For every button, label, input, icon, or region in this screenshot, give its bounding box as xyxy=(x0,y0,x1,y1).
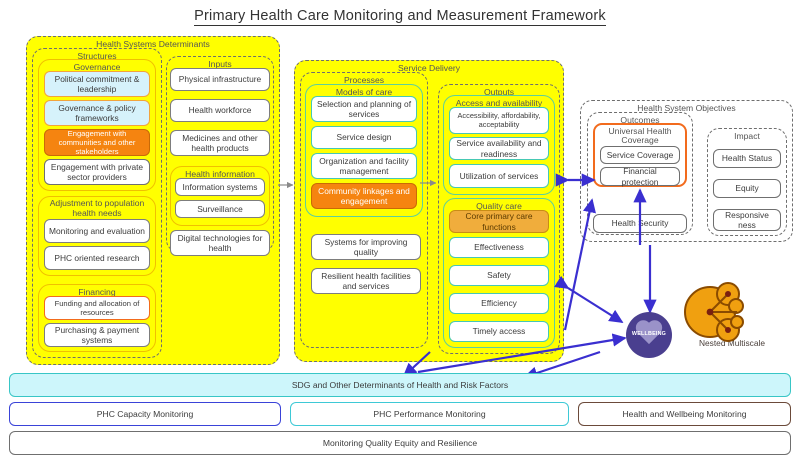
node-community-linkages[interactable]: Community linkages and engagement xyxy=(311,183,417,209)
node-utilization-services[interactable]: Utilization of services xyxy=(449,164,549,188)
outputs-label: Outputs xyxy=(483,87,515,97)
node-governance-policy-frameworks[interactable]: Governance & policy frameworks xyxy=(44,100,150,126)
node-monitoring-evaluation[interactable]: Monitoring and evaluation xyxy=(44,219,150,243)
health-system-objectives-label: Health System Objectives xyxy=(637,103,736,113)
access-availability-label: Access and availability xyxy=(455,98,543,108)
processes-group: Processes xyxy=(300,72,428,348)
impact-group: Impact xyxy=(707,128,787,236)
bar-health-wellbeing-monitoring[interactable]: Health and Wellbeing Monitoring xyxy=(578,402,791,426)
node-health-security[interactable]: Health Security xyxy=(593,214,687,233)
models-of-care-label: Models of care xyxy=(335,87,393,97)
outcomes-label: Outcomes xyxy=(620,115,660,125)
node-systems-improving-quality[interactable]: Systems for improving quality xyxy=(311,234,421,260)
node-effectiveness[interactable]: Effectiveness xyxy=(449,237,549,258)
node-engagement-communities[interactable]: Engagement with communities and other st… xyxy=(44,129,150,156)
node-surveillance[interactable]: Surveillance xyxy=(175,200,265,218)
node-selection-planning-services[interactable]: Selection and planning of services xyxy=(311,96,417,122)
node-accessibility-affordability[interactable]: Accessibility, affordability, acceptabil… xyxy=(449,107,549,134)
quality-care-label: Quality care xyxy=(476,201,522,211)
service-delivery-label: Service Delivery xyxy=(397,63,461,73)
node-medicines-health-products[interactable]: Medicines and other health products xyxy=(170,130,270,156)
node-information-systems[interactable]: Information systems xyxy=(175,178,265,196)
node-political-commitment[interactable]: Political commitment & leadership xyxy=(44,71,150,97)
node-purchasing-payment[interactable]: Purchasing & payment systems xyxy=(44,323,150,347)
node-phc-oriented-research[interactable]: PHC oriented research xyxy=(44,246,150,270)
governance-label: Governance xyxy=(73,62,121,72)
node-responsiveness[interactable]: Responsive ness xyxy=(713,209,781,231)
bar-sdg-determinants[interactable]: SDG and Other Determinants of Health and… xyxy=(9,373,791,397)
financing-label: Financing xyxy=(78,287,116,297)
inputs-label: Inputs xyxy=(208,59,232,69)
node-efficiency[interactable]: Efficiency xyxy=(449,293,549,314)
node-engagement-private-sector[interactable]: Engagement with private sector providers xyxy=(44,159,150,185)
health-information-label: Health information xyxy=(185,169,255,179)
node-resilient-health-facilities[interactable]: Resilient health facilities and services xyxy=(311,268,421,294)
node-service-availability-readiness[interactable]: Service availability and readiness xyxy=(449,137,549,160)
nested-multiscale-label: Nested Multiscale xyxy=(698,338,766,348)
structures-label: Structures xyxy=(77,51,117,61)
wellbeing-badge[interactable]: WELLBEING xyxy=(626,312,672,358)
node-digital-technologies[interactable]: Digital technologies for health xyxy=(170,230,270,256)
node-organization-facility-management[interactable]: Organization and facility management xyxy=(311,153,417,179)
impact-label: Impact xyxy=(734,131,760,141)
node-safety[interactable]: Safety xyxy=(449,265,549,286)
bar-phc-capacity-monitoring[interactable]: PHC Capacity Monitoring xyxy=(9,402,281,426)
bar-monitoring-quality-equity-resilience[interactable]: Monitoring Quality Equity and Resilience xyxy=(9,431,791,455)
arrow-service-wellbeing xyxy=(554,275,624,323)
adjustment-label: Adjustment to population health needs xyxy=(49,198,145,218)
page-title: Primary Health Care Monitoring and Measu… xyxy=(194,8,606,26)
wellbeing-label: WELLBEING xyxy=(631,331,667,337)
node-timely-access[interactable]: Timely access xyxy=(449,321,549,342)
universal-health-coverage-label: Universal Health Coverage xyxy=(608,126,672,146)
node-core-primary-care-functions[interactable]: Core primary care functions xyxy=(449,210,549,233)
node-service-design[interactable]: Service design xyxy=(311,126,417,149)
node-funding-allocation[interactable]: Funding and allocation of resources xyxy=(44,296,150,320)
processes-label: Processes xyxy=(343,75,385,85)
node-financial-protection[interactable]: Financial protection xyxy=(600,166,680,187)
node-service-coverage[interactable]: Service Coverage xyxy=(600,146,680,164)
health-systems-determinants-label: Health Systems Determinants xyxy=(96,39,210,49)
node-health-status[interactable]: Health Status xyxy=(713,149,781,168)
health-system-objectives-group: Health System Objectives xyxy=(580,100,793,242)
bar-phc-performance-monitoring[interactable]: PHC Performance Monitoring xyxy=(290,402,569,426)
node-equity[interactable]: Equity xyxy=(713,179,781,198)
node-physical-infrastructure[interactable]: Physical infrastructure xyxy=(170,68,270,91)
node-health-workforce[interactable]: Health workforce xyxy=(170,99,270,122)
